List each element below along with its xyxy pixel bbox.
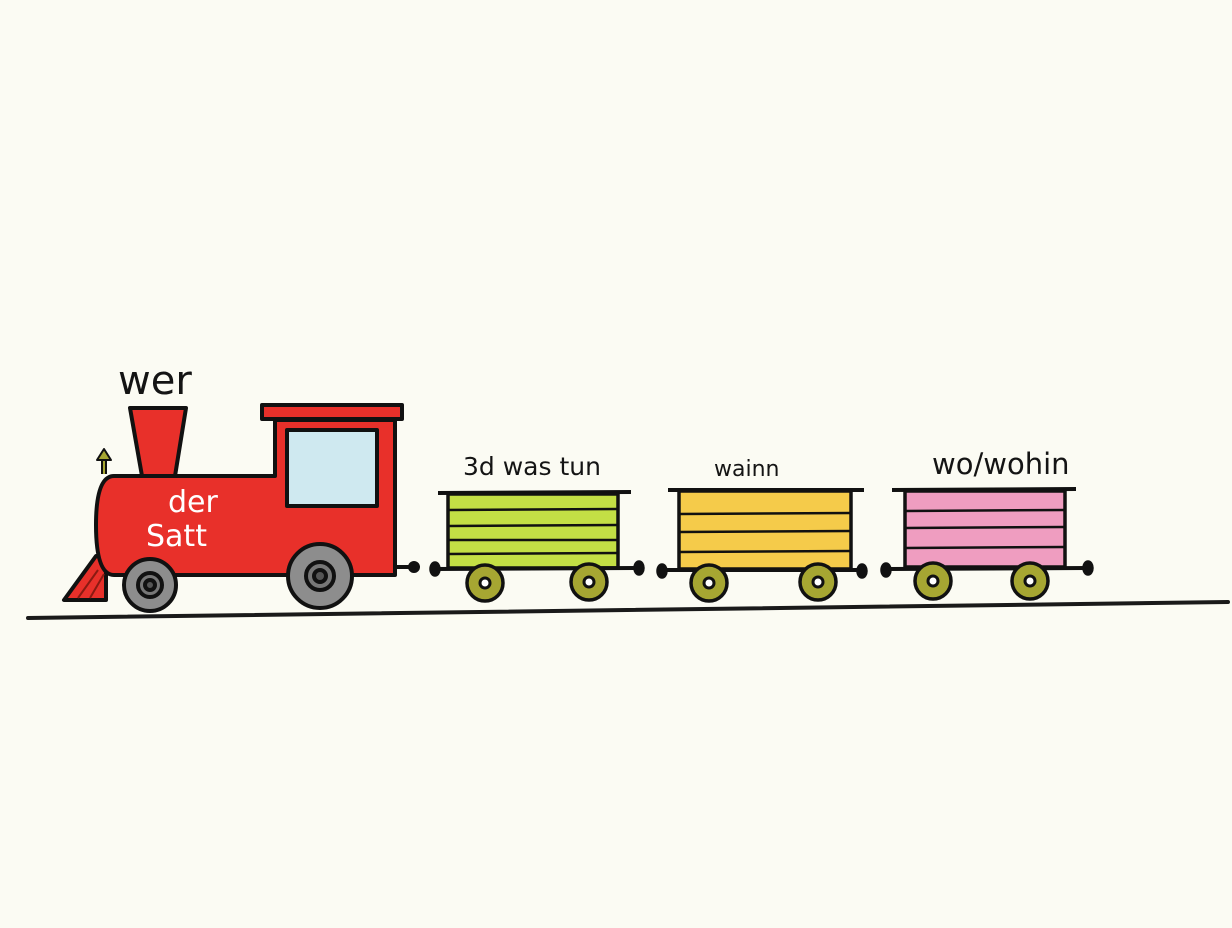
locomotive-wheel-front	[122, 557, 178, 613]
locomotive	[62, 403, 420, 613]
wagon-1-label: 3d was tun	[463, 452, 601, 481]
wagon-1	[429, 490, 645, 603]
wagon-3-label: wo/wohin	[932, 447, 1070, 481]
rail-track	[26, 600, 1230, 620]
locomotive-wheel-rear	[286, 542, 354, 610]
wagon-2	[656, 488, 868, 603]
cab-window	[285, 428, 379, 508]
wagon-3	[880, 487, 1094, 601]
chimney	[128, 406, 188, 478]
wagon-2-label: wainn	[714, 457, 780, 482]
cab-roof	[260, 403, 404, 421]
locomotive-label: wer	[118, 358, 192, 404]
locomotive-body-text-line1: der	[168, 485, 218, 520]
locomotive-body-text-line2: Satt	[146, 519, 207, 554]
